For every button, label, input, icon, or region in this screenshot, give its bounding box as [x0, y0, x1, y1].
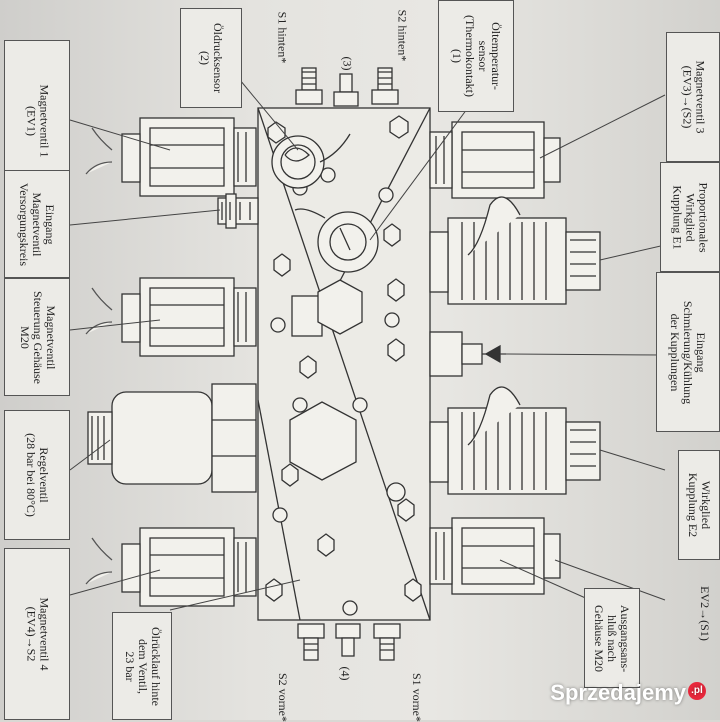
label-proportionales-e1: Proportionales Wirkglied Kupplung E1 [660, 162, 720, 272]
label-s1-hinten: S1 hinten* [275, 11, 290, 64]
right-proportional-e2 [429, 386, 601, 495]
label-wirkglied-e2: Wirkglied Kupplung E2 [678, 450, 720, 560]
label-ev2: EV2→(S1) [697, 585, 712, 641]
label-oelruecklauf: Ölrücklauf hinte dem Ventil, 23 bar [112, 612, 172, 720]
label-port-3: (3) [340, 56, 355, 71]
oeldrucksensor-part [271, 133, 351, 189]
label-ausgangsanschluss: Ausgangsans- hluß nach Gehäuse M20 [584, 588, 640, 688]
left-solenoid-2 [85, 277, 257, 357]
label-magnetventil-steuerung: Magnetventil Steuerung Gehäuse M20 [4, 278, 70, 396]
right-solenoid-2 [429, 517, 561, 595]
block-bolts [265, 115, 422, 602]
oeltemperatursensor-part [294, 208, 379, 273]
block-holes [270, 167, 406, 616]
center-fitting [291, 279, 363, 337]
label-eingang-versorgung: Eingang Magnetventil Versorgungskreis [4, 170, 70, 278]
bottom-ports [297, 623, 401, 661]
label-magnetventil-4: Magnetventil 4 (EV4)→S2 [4, 548, 70, 720]
label-magnetventil-3: Magnetventil 3 (EV3)→(S2) [666, 32, 720, 162]
regelventil-body [87, 383, 257, 493]
label-eingang-schmierung: Eingang Schmierung/Kühlung der Kupplunge… [656, 272, 720, 432]
left-solenoid-3 [85, 527, 257, 607]
watermark-pl-badge: .pl [688, 682, 706, 700]
label-s2-hinten: S2 hinten* [395, 9, 410, 62]
right-inlet-fitting [429, 331, 506, 377]
top-ports [295, 67, 399, 107]
label-s1-vorne: S1 vorne* [410, 673, 424, 722]
label-oeltemperatursensor: Öltemperatur- sensor (Thermokontakt) (1) [438, 0, 514, 112]
regelventil-nut [289, 401, 357, 481]
right-proportional-e1 [429, 196, 601, 305]
left-inlet-fitting [217, 193, 259, 229]
label-oeldrucksensor: Öldrucksensor (2) [180, 8, 242, 108]
right-solenoid-1 [429, 121, 561, 199]
left-solenoid-1 [85, 117, 257, 197]
sprzedajemy-watermark: Sprzedajemy.pl [550, 680, 706, 706]
label-s2-vorne: S2 vorne* [276, 673, 290, 722]
label-port-4: (4) [338, 666, 353, 681]
leader-lines [69, 79, 666, 611]
watermark-brand: Sprzedajemy [550, 680, 686, 705]
label-regelventil: Regelventil (28 bar bei 80°C) [4, 410, 70, 540]
